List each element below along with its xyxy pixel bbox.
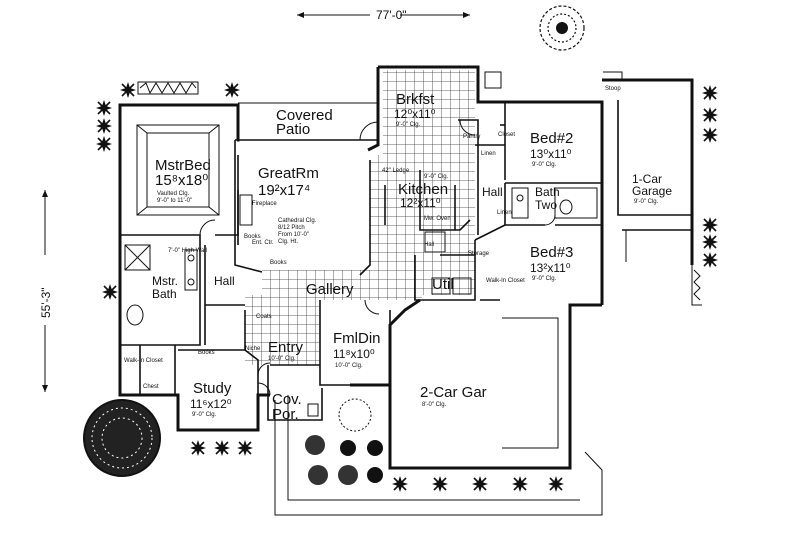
room-name: Entry <box>268 339 304 356</box>
books-label: Books <box>270 260 287 266</box>
room-note: 9'-0" Clg. <box>396 122 421 128</box>
width-dimension-label: 77'-0" <box>376 8 407 22</box>
room-name: Bed#3 <box>530 244 573 261</box>
room-note: 9'-0" to 11'-0" <box>157 198 192 204</box>
room-size: 13²x11⁰ <box>530 261 571 275</box>
room-note: From 10'-0" <box>278 232 309 238</box>
room-note: 9'-0" Clg. <box>634 199 659 205</box>
room-name: MstrBed <box>155 157 211 174</box>
ledge-label: 42" Ledge <box>382 168 410 174</box>
high-wall-label: 7'-0" High Wall <box>168 248 207 254</box>
coats-label: Coats <box>256 314 272 320</box>
room-note: 8'-0" Clg. <box>422 402 447 408</box>
master-bed-vaulted-ceiling <box>136 124 220 216</box>
exterior-walls <box>118 65 694 470</box>
room-note: 9'-0" Clg. <box>532 162 557 168</box>
room-name: Covered <box>276 107 333 124</box>
room-note: 9'-0" Clg. <box>532 276 557 282</box>
niche-label: Niche <box>245 346 261 352</box>
mw-oven-label: Mw. Oven <box>424 216 451 222</box>
ent-ctr-label: Ent. Ctr. <box>252 240 274 246</box>
room-fml-din: FmlDin 11⁸x10⁰ 10'-0" Clg. <box>333 330 381 369</box>
room-size: 12⁰x11⁰ <box>394 107 436 121</box>
room-size: 11⁶x12⁰ <box>190 397 232 411</box>
room-name: Bed#2 <box>530 130 573 147</box>
room-note: 10'-0" Clg. <box>335 363 363 369</box>
doors <box>199 119 556 396</box>
room-great-rm: GreatRm 19²x17⁴ Cathedral Clg. 8/12 Pitc… <box>258 165 319 245</box>
closet-label: Closet <box>498 132 515 138</box>
room-size: 12²x11⁰ <box>400 196 441 210</box>
room-name: FmlDin <box>333 330 381 347</box>
room-mstr-bath: Mstr. Bath <box>152 274 178 301</box>
room-gallery: Gallery <box>306 281 354 298</box>
tree-top-right <box>539 5 585 51</box>
room-name: GreatRm <box>258 165 319 182</box>
walk-in-closet-label: Walk-In Closet <box>124 358 163 364</box>
room-note: Vaulted Clg. <box>157 191 190 197</box>
room-name: Por. <box>272 406 299 423</box>
room-name: Patio <box>276 121 310 138</box>
patio-outline <box>137 71 623 104</box>
room-covered-patio: Covered Patio <box>276 107 333 138</box>
front-shrubs <box>305 398 383 485</box>
room-size: 19²x17⁴ <box>258 182 310 199</box>
room-hall-left: Hall <box>214 274 235 288</box>
room-name: Bath <box>152 287 177 301</box>
pantry-label: Pantry <box>463 134 480 140</box>
room-entry: Entry 10'-0" Clg. <box>268 339 304 362</box>
tree-bottom-left <box>83 399 161 477</box>
landscaping <box>83 5 719 516</box>
room-brkfst: Brkfst 12⁰x11⁰ 9'-0" Clg. <box>394 91 436 128</box>
room-study: Study 11⁶x12⁰ 9'-0" Clg. <box>190 380 232 418</box>
room-bed3: Bed#3 13²x11⁰ 9'-0" Clg. <box>530 244 573 282</box>
storage-label: Storage <box>468 251 490 257</box>
depth-dimension: 55'-3" <box>39 190 53 392</box>
room-util: Util <box>432 276 454 293</box>
books-label: Books <box>198 350 215 356</box>
room-name: Kitchen <box>398 181 448 198</box>
room-name: Garage <box>632 184 672 198</box>
room-note: Clg. Ht. <box>278 239 298 245</box>
walk-in-closet-label: Walk-In Closet <box>486 278 525 284</box>
room-mstr-bed: MstrBed 15⁸x18⁰ Vaulted Clg. 9'-0" to 11… <box>155 157 211 204</box>
room-note: 9'-0" Clg. <box>192 412 217 418</box>
room-name: Cov. <box>272 391 302 408</box>
room-garage1: 1-Car Garage 9'-0" Clg. <box>632 172 672 205</box>
room-name: Mstr. <box>152 274 178 288</box>
room-size: 11⁸x10⁰ <box>333 347 375 361</box>
chest-label: Chest <box>143 384 159 390</box>
room-bath-two: Bath Two <box>535 185 560 212</box>
room-note: 9'-0" Clg. <box>424 174 449 180</box>
fireplace-label: Fireplace <box>252 201 277 207</box>
room-2-car-gar: 2-Car Gar 8'-0" Clg. <box>420 384 487 408</box>
room-size: 13⁰x11⁰ <box>530 147 572 161</box>
room-name: 1-Car <box>632 172 662 186</box>
room-name: Brkfst <box>396 91 435 108</box>
room-name: Study <box>193 380 232 397</box>
width-dimension: 77'-0" <box>297 8 470 22</box>
stoop-label: Stoop <box>605 86 621 92</box>
books-label: Books <box>244 234 261 240</box>
bath-fixtures <box>124 71 598 417</box>
room-note: 8/12 Pitch <box>278 225 305 231</box>
fixture-labels: 7'-0" High Wall Fireplace 42" Ledge Ent.… <box>124 86 621 390</box>
linen-label: Linen <box>497 210 512 216</box>
room-name: Bath <box>535 185 560 199</box>
room-hall-mid: Hall <box>424 242 434 248</box>
room-note: 10'-0" Clg. <box>268 356 296 362</box>
room-note: Cathedral Clg. <box>278 218 317 224</box>
interior-walls <box>120 100 692 449</box>
room-hall-right: Hall <box>482 185 503 199</box>
room-name: Two <box>535 198 557 212</box>
room-kitchen: Kitchen 12²x11⁰ 9'-0" Clg. <box>398 174 449 210</box>
linen-label: Linen <box>481 151 496 157</box>
room-cov-por: Cov. Por. <box>272 391 302 423</box>
room-name: 2-Car Gar <box>420 384 487 401</box>
depth-dimension-label: 55'-3" <box>39 287 53 318</box>
room-size: 15⁸x18⁰ <box>155 172 208 189</box>
room-bed2: Bed#2 13⁰x11⁰ 9'-0" Clg. <box>530 130 573 168</box>
